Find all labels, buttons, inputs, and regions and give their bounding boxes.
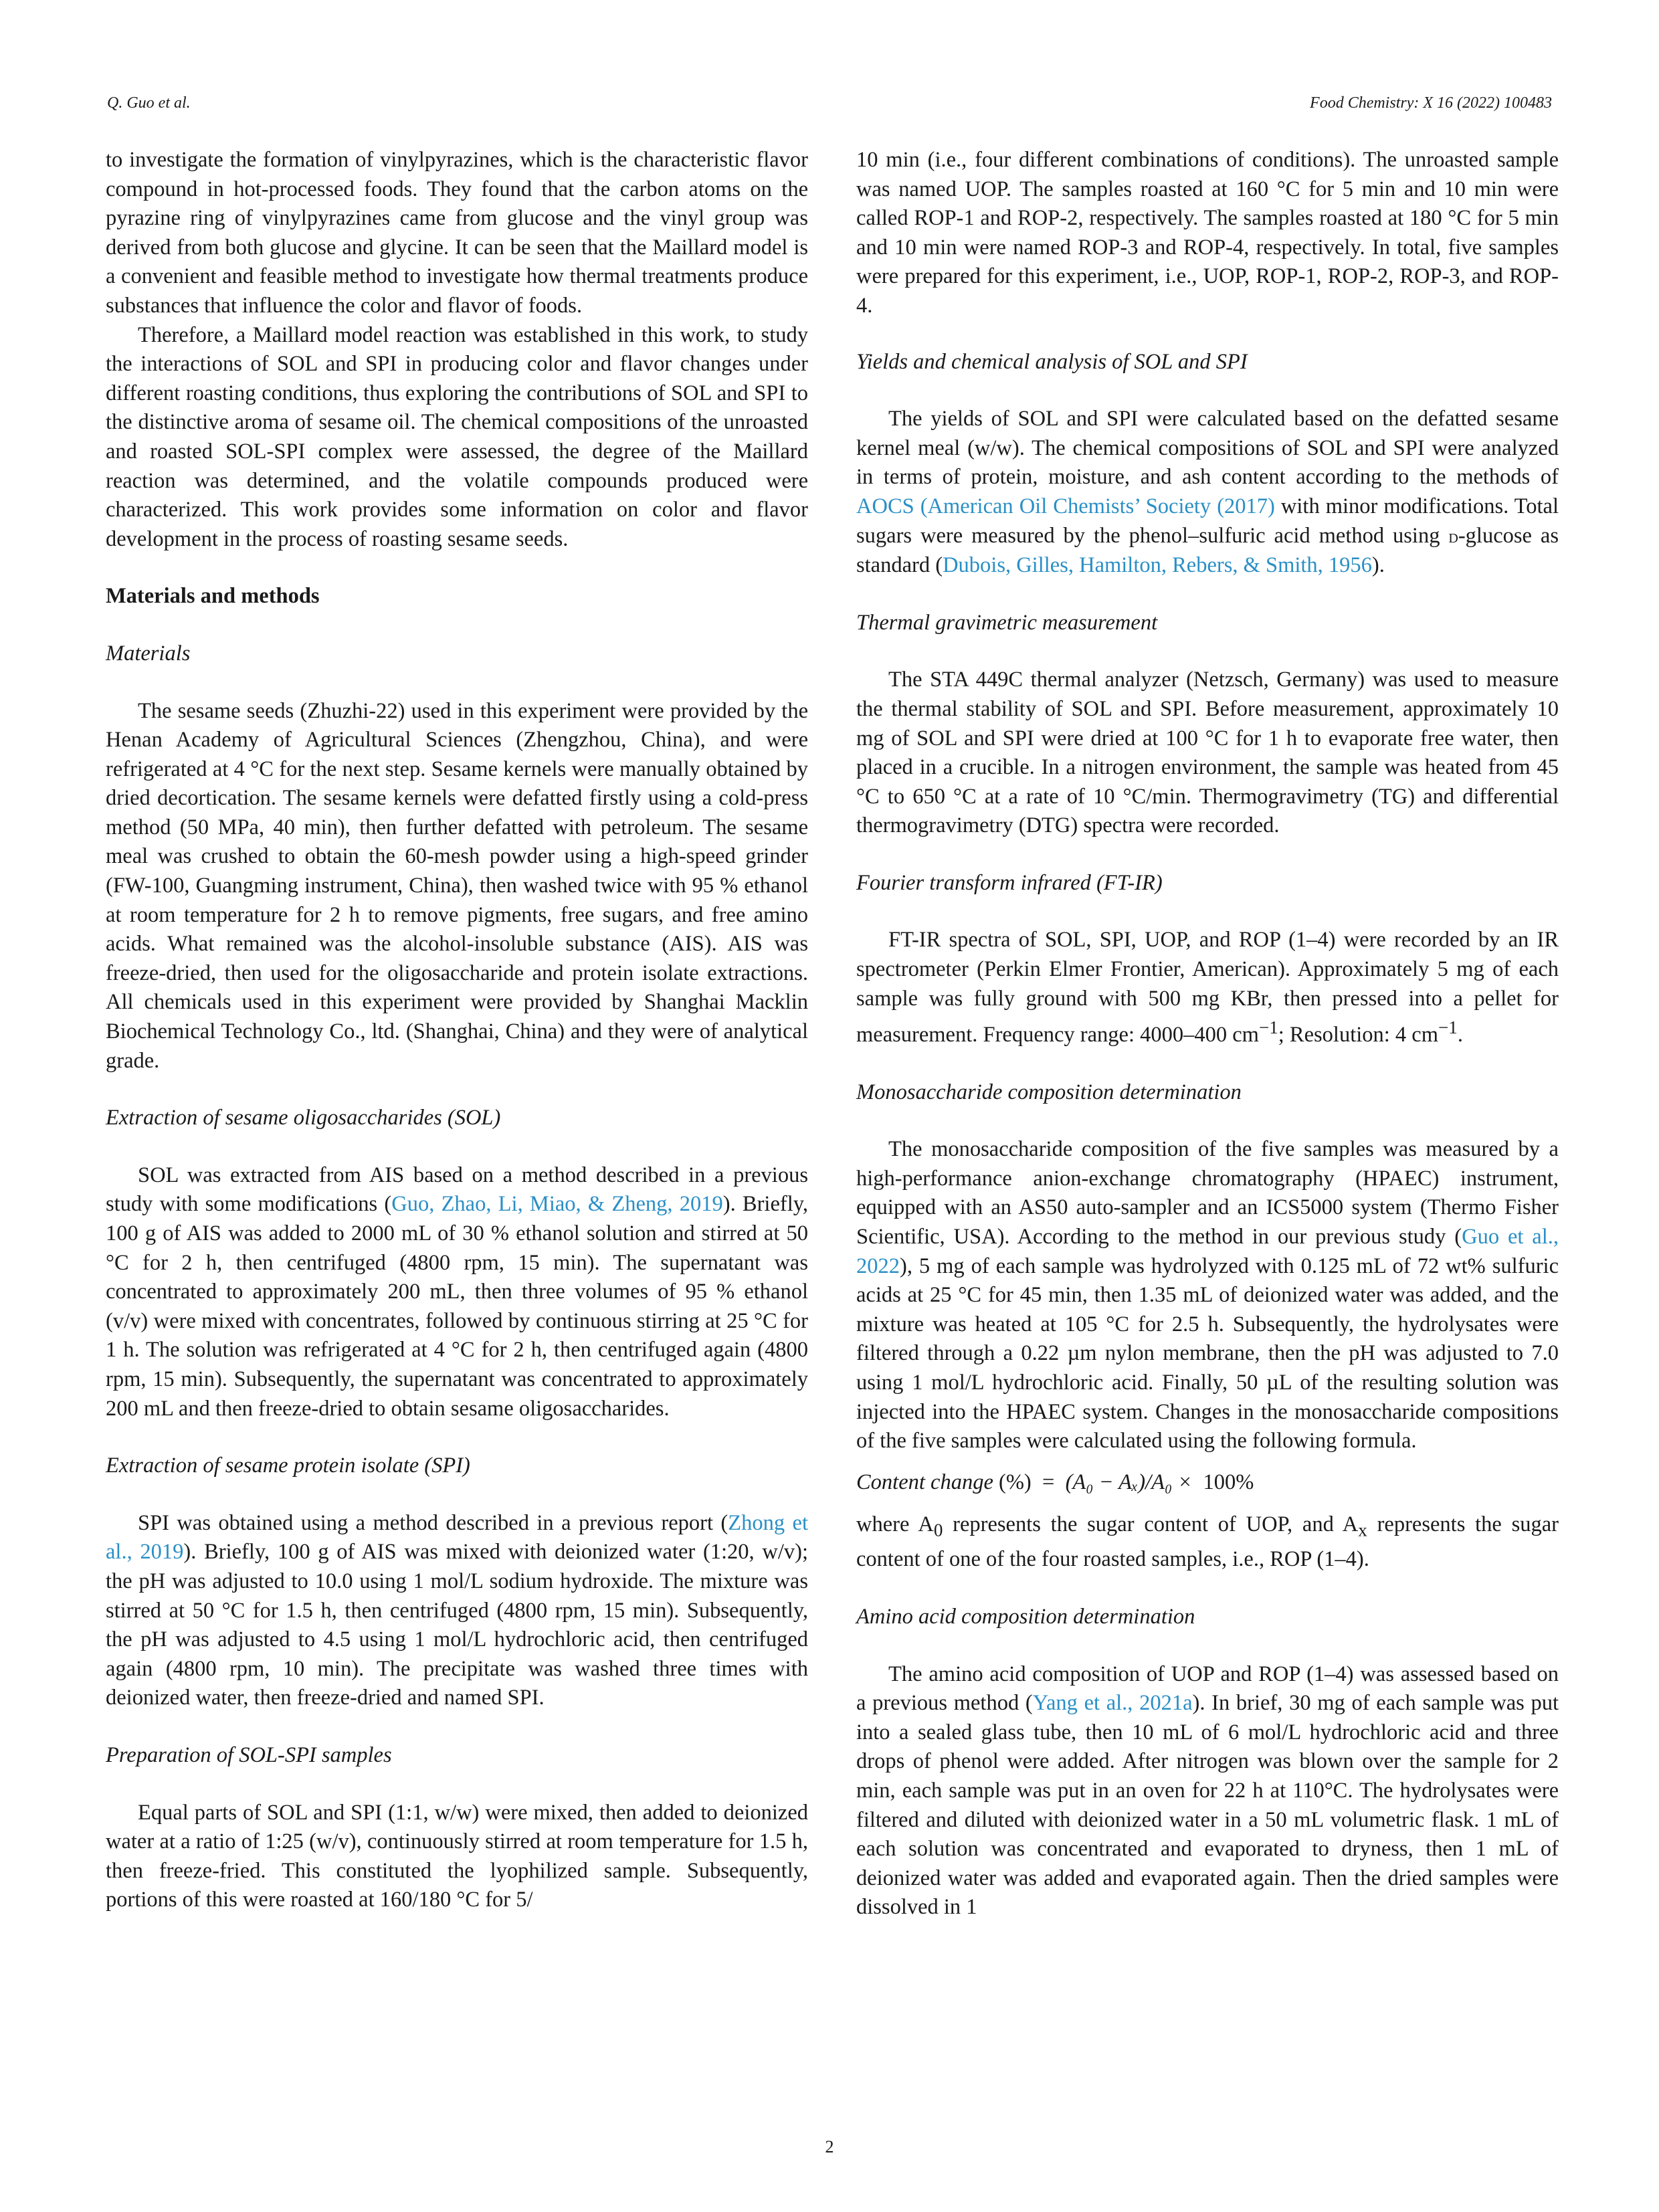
paragraph-preparation: Equal parts of SOL and SPI (1:1, w/w) we… <box>106 1800 808 1912</box>
subsection-heading-sol: Extraction of sesame oligosaccharides (S… <box>106 1106 501 1130</box>
paragraph-amino-acid: The amino acid composition of UOP and RO… <box>856 1662 1559 1920</box>
running-head-authors: Q. Guo et al. <box>107 94 191 112</box>
paragraph-equation-where: where A0 represents the sugar content of… <box>856 1512 1559 1572</box>
right-column: 10 min (i.e., four different combination… <box>856 146 1559 1922</box>
subsection-heading-monosaccharide: Monosaccharide composition determination <box>856 1080 1242 1104</box>
subsection-heading-amino-acid: Amino acid composition determination <box>856 1605 1195 1629</box>
paragraph-yields: The yields of SOL and SPI were calculate… <box>856 407 1559 578</box>
subsection-heading-thermal: Thermal gravimetric measurement <box>856 610 1158 635</box>
equation-content-change: Content change (%) = (A₀ − Aₓ)/A₀ × 100% <box>856 1470 1254 1494</box>
subsection-heading-preparation: Preparation of SOL-SPI samples <box>106 1742 392 1767</box>
section-heading-materials-methods: Materials and methods <box>106 584 320 609</box>
citation-link-aocs-2017[interactable]: AOCS (American Oil Chemists’ Society (20… <box>856 494 1275 518</box>
page-number: 2 <box>825 2137 834 2156</box>
left-column: to investigate the formation of vinylpyr… <box>106 146 808 1915</box>
citation-link-guo-2022[interactable]: Guo et al., 2022 <box>856 1225 1559 1278</box>
paragraph-sol: SOL was extracted from AIS based on a me… <box>106 1163 808 1421</box>
paragraph-thermal: The STA 449C thermal analyzer (Netzsch, … <box>856 668 1559 838</box>
citation-link-dubois-1956[interactable]: Dubois, Gilles, Hamilton, Rebers, & Smit… <box>943 553 1372 578</box>
paragraph-therefore: Therefore, a Maillard model reaction was… <box>106 322 808 551</box>
citation-link-guo-2019[interactable]: Guo, Zhao, Li, Miao, & Zheng, 2019 <box>391 1192 723 1217</box>
running-head-journal: Food Chemistry: X 16 (2022) 100483 <box>1310 94 1552 112</box>
paragraph-spi: SPI was obtained using a method describe… <box>106 1510 809 1710</box>
subsection-heading-yields: Yields and chemical analysis of SOL and … <box>856 349 1248 374</box>
citation-link-zhong-2019[interactable]: Zhong et al., 2019 <box>106 1510 809 1565</box>
paragraph-intro-continued: to investigate the formation of vinylpyr… <box>106 148 808 318</box>
subsection-heading-ftir: Fourier transform infrared (FT-IR) <box>856 870 1163 895</box>
paragraph-materials: The sesame seeds (Zhuzhi-22) used in thi… <box>106 698 808 1073</box>
paragraph-monosaccharide: The monosaccharide composition of the fi… <box>856 1137 1559 1453</box>
paragraph-ftir: FT-IR spectra of SOL, SPI, UOP, and ROP … <box>856 928 1559 1047</box>
paragraph-preparation-continued: 10 min (i.e., four different combination… <box>856 148 1559 318</box>
citation-link-yang-2021a[interactable]: Yang et al., 2021a <box>1032 1691 1193 1716</box>
subsection-heading-materials: Materials <box>106 641 191 666</box>
subsection-heading-spi: Extraction of sesame protein isolate (SP… <box>106 1453 470 1478</box>
